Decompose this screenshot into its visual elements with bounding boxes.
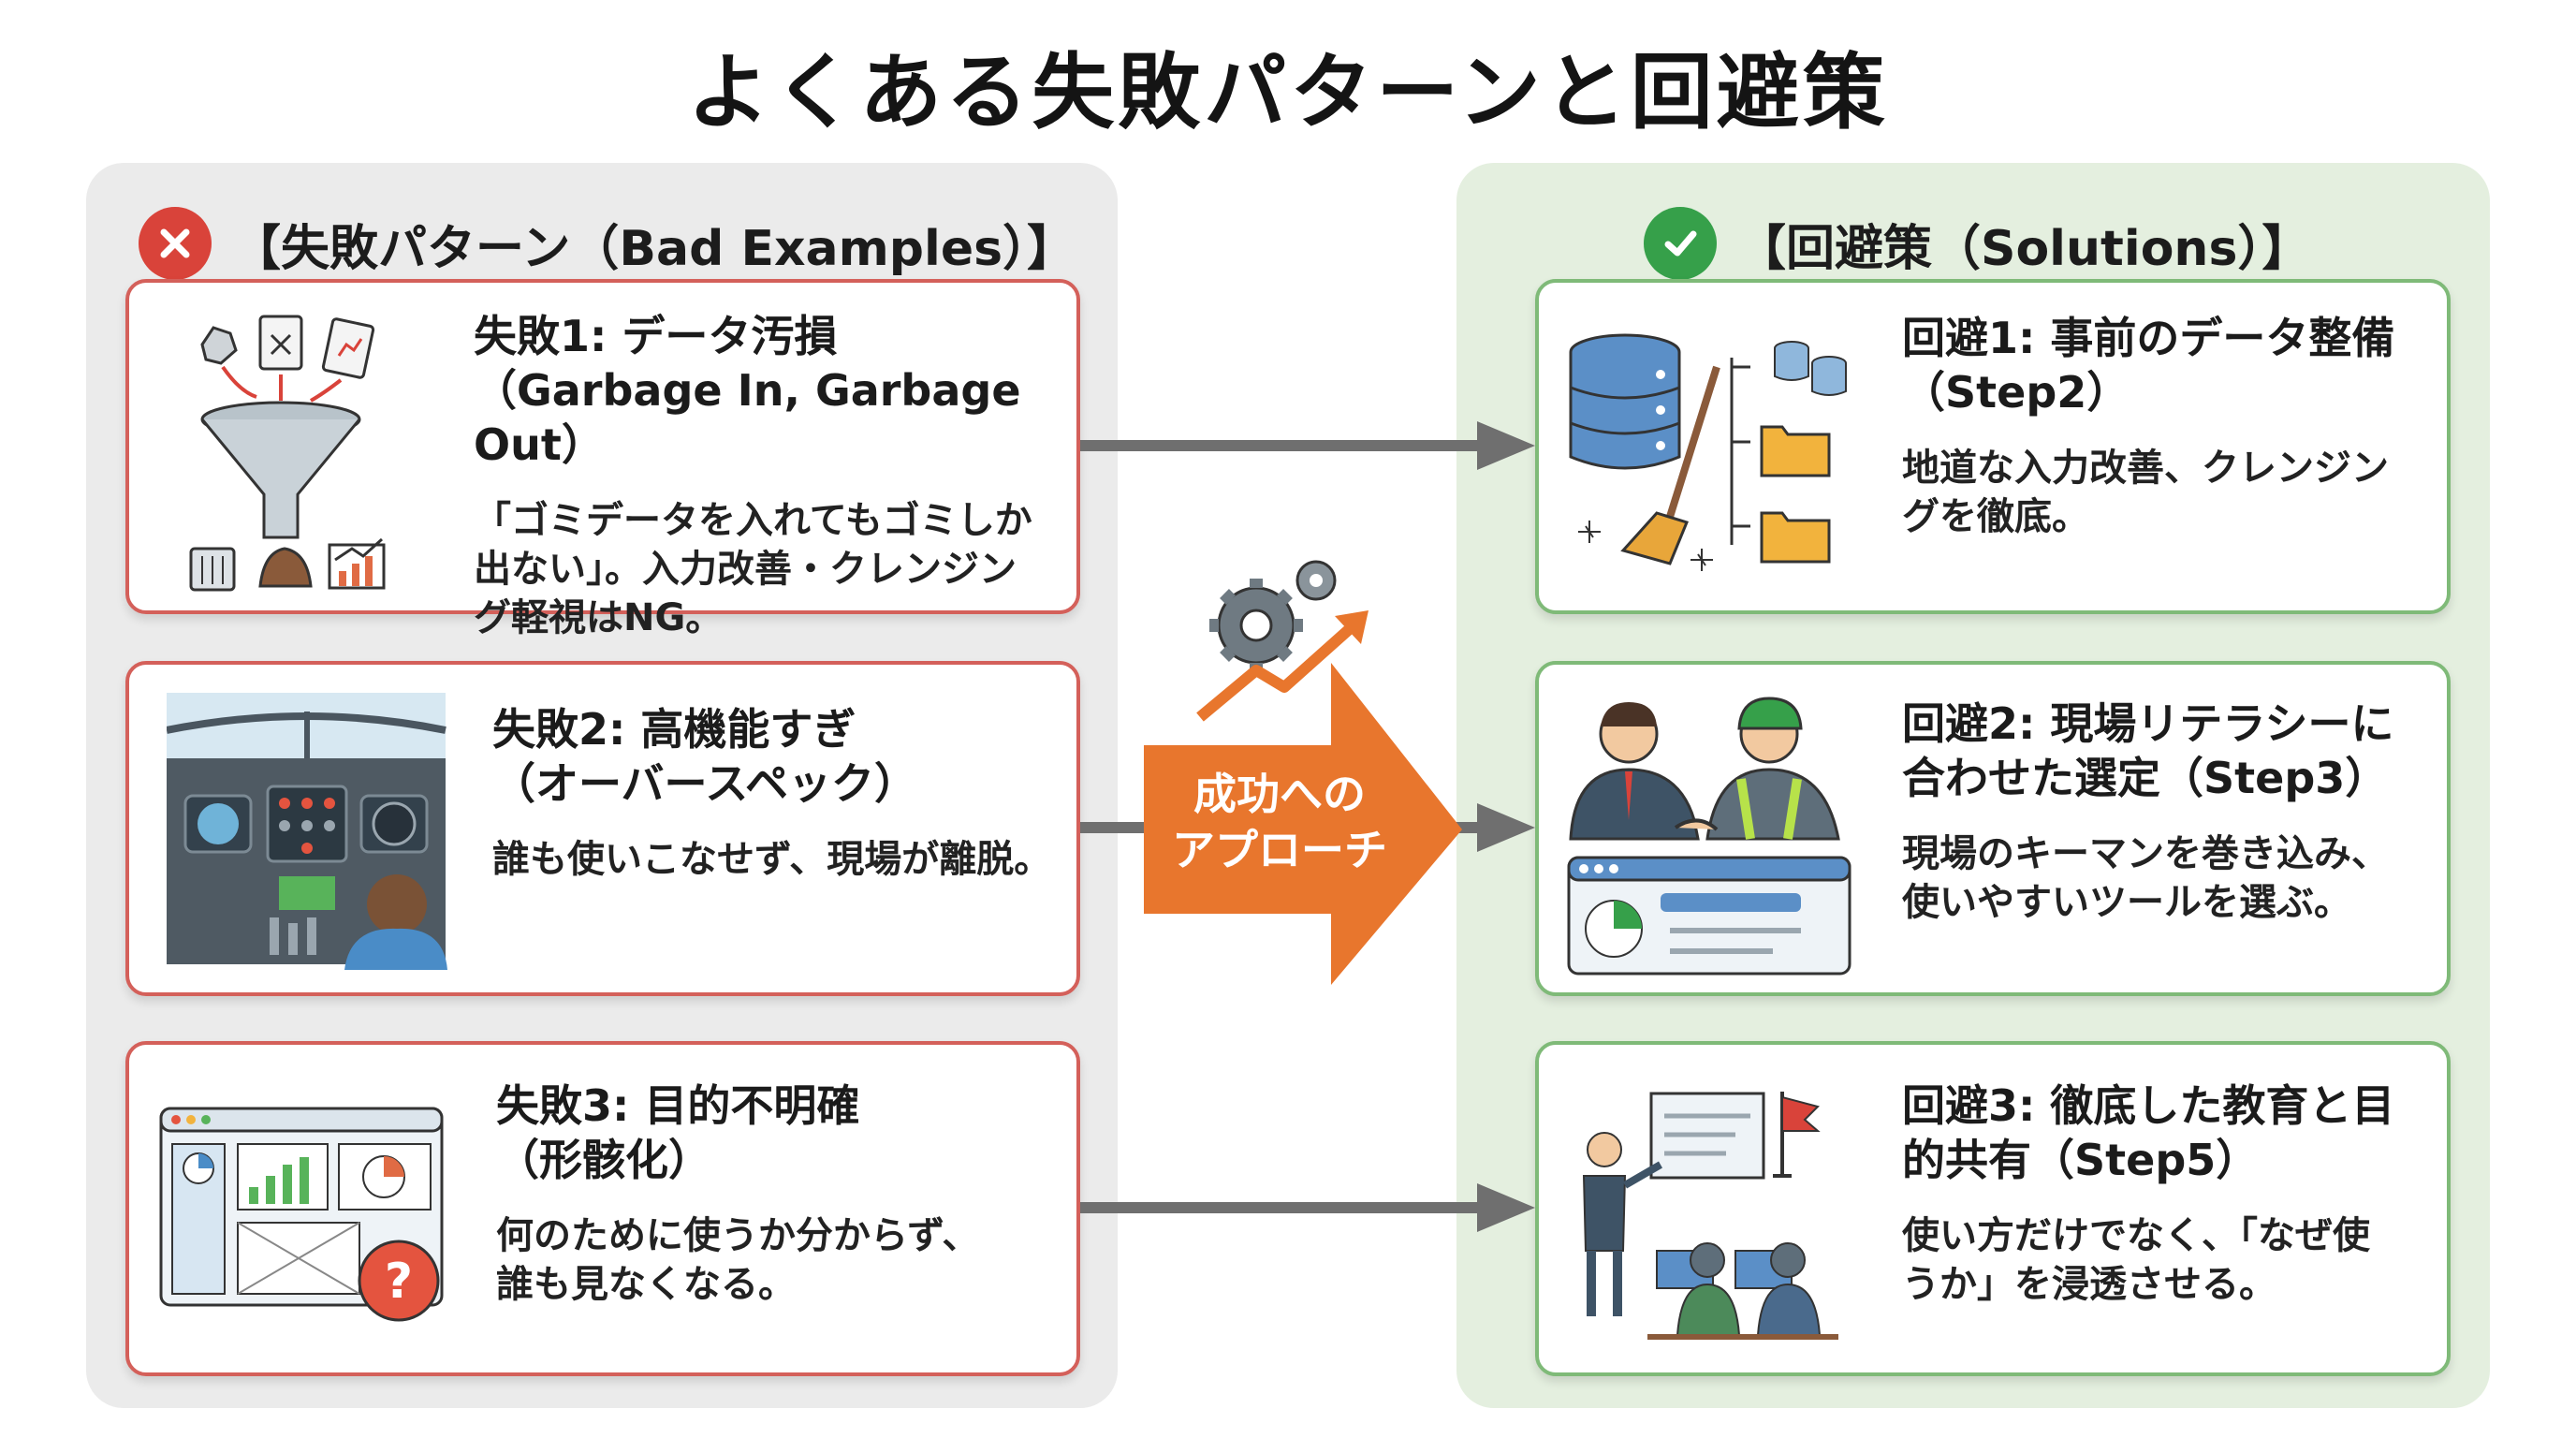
success-approach-label: 成功への アプローチ — [1172, 769, 1387, 875]
connector-arrow-1 — [1080, 421, 1535, 470]
good-card-1-text: 回避1: 事前のデータ整備 （Step2） 地道な入力改善、クレンジン グを徹底… — [1902, 311, 2394, 541]
training-illustration — [1582, 1092, 1838, 1340]
good-card-2: 回避2: 現場リテラシーに 合わせた選定（Step3） 現場のキーマンを巻き込み… — [1535, 661, 2451, 996]
data-cleaning-illustration — [1569, 333, 1847, 571]
bad-card-3-subheading: （形骸化） — [496, 1135, 711, 1185]
bad-card-1-subheading: （Garbage In, Garbage Out） — [474, 365, 1021, 470]
bad-panel-header: 【失敗パターン（Bad Examples）】 — [139, 187, 1076, 300]
bad-card-1-text: 失敗1: データ汚損 （Garbage In, Garbage Out） 「ゴミ… — [474, 309, 1076, 642]
bad-card-1-heading: 失敗1: データ汚損 — [474, 311, 838, 361]
bad-panel-title: 【失敗パターン（Bad Examples）】 — [232, 220, 1076, 277]
success-approach-arrow — [1144, 560, 1462, 985]
bad-card-2-subheading: （オーバースペック） — [492, 758, 918, 809]
good-panel-title: 【回避策（Solutions）】 — [1737, 220, 2311, 277]
good-card-1: 回避1: 事前のデータ整備 （Step2） 地道な入力改善、クレンジン グを徹底… — [1535, 279, 2451, 614]
bad-card-3: ? 失敗3: 目的不明確 （形骸化） 何のために使うか分からず、 誰も見なくなる… — [125, 1041, 1080, 1376]
x-mark-icon — [139, 207, 212, 280]
bad-card-2-text: 失敗2: 高機能すぎ （オーバースペック） 誰も使いこなせず、現場が離脱。 — [492, 702, 1051, 884]
good-card-2-subheading: 合わせた選定（Step3） — [1902, 753, 2389, 803]
good-card-2-heading: 回避2: 現場リテラシーに — [1902, 698, 2394, 749]
bad-card-2-heading: 失敗2: 高機能すぎ — [492, 704, 856, 755]
page-title: よくある失敗パターンと回避策 — [687, 44, 1889, 140]
bad-card-2: 失敗2: 高機能すぎ （オーバースペック） 誰も使いこなせず、現場が離脱。 — [125, 661, 1080, 996]
good-panel-header: 【回避策（Solutions）】 — [1644, 187, 2310, 300]
cockpit-illustration — [167, 693, 447, 970]
good-card-1-subheading: （Step2） — [1902, 367, 2130, 418]
unused-dashboard-illustration: ? — [159, 1107, 444, 1322]
bad-card-3-text: 失敗3: 目的不明確 （形骸化） 何のために使うか分からず、 誰も見なくなる。 — [496, 1078, 979, 1309]
handshake-illustration — [1567, 697, 1852, 976]
garbage-funnel-illustration — [189, 315, 386, 592]
good-card-1-heading: 回避1: 事前のデータ整備 — [1902, 313, 2395, 363]
gears-growth-icon — [1196, 560, 1368, 722]
bad-card-3-heading: 失敗3: 目的不明確 — [496, 1080, 860, 1131]
good-card-3-text: 回避3: 徹底した教育と目 的共有（Step5） 使い方だけでなく、「なぜ使 う… — [1902, 1078, 2394, 1309]
good-card-2-body: 現場のキーマンを巻き込み、 使いやすいツールを選ぶ。 — [1902, 832, 2389, 924]
svg-text:?: ? — [385, 1254, 413, 1310]
bad-card-3-body: 何のために使うか分からず、 誰も見なくなる。 — [496, 1214, 980, 1306]
good-card-3-heading: 回避3: 徹底した教育と目 — [1902, 1080, 2395, 1131]
good-card-2-text: 回避2: 現場リテラシーに 合わせた選定（Step3） 現場のキーマンを巻き込み… — [1902, 697, 2394, 927]
bad-card-1: 失敗1: データ汚損 （Garbage In, Garbage Out） 「ゴミ… — [125, 279, 1080, 639]
check-mark-icon — [1644, 207, 1717, 280]
good-card-1-body: 地道な入力改善、クレンジン グを徹底。 — [1902, 447, 2389, 538]
good-card-3: 回避3: 徹底した教育と目 的共有（Step5） 使い方だけでなく、「なぜ使 う… — [1535, 1041, 2451, 1376]
good-card-3-body: 使い方だけでなく、「なぜ使 うか」を浸透させる。 — [1902, 1214, 2370, 1306]
bad-card-1-body: 「ゴミデータを入れてもゴミしか 出ない」。入力改善・クレンジン グ軽視はNG。 — [474, 499, 1032, 639]
bad-card-2-body: 誰も使いこなせず、現場が離脱。 — [492, 838, 1052, 881]
connector-arrow-3 — [1080, 1183, 1535, 1232]
good-card-3-subheading: 的共有（Step5） — [1902, 1135, 2260, 1185]
